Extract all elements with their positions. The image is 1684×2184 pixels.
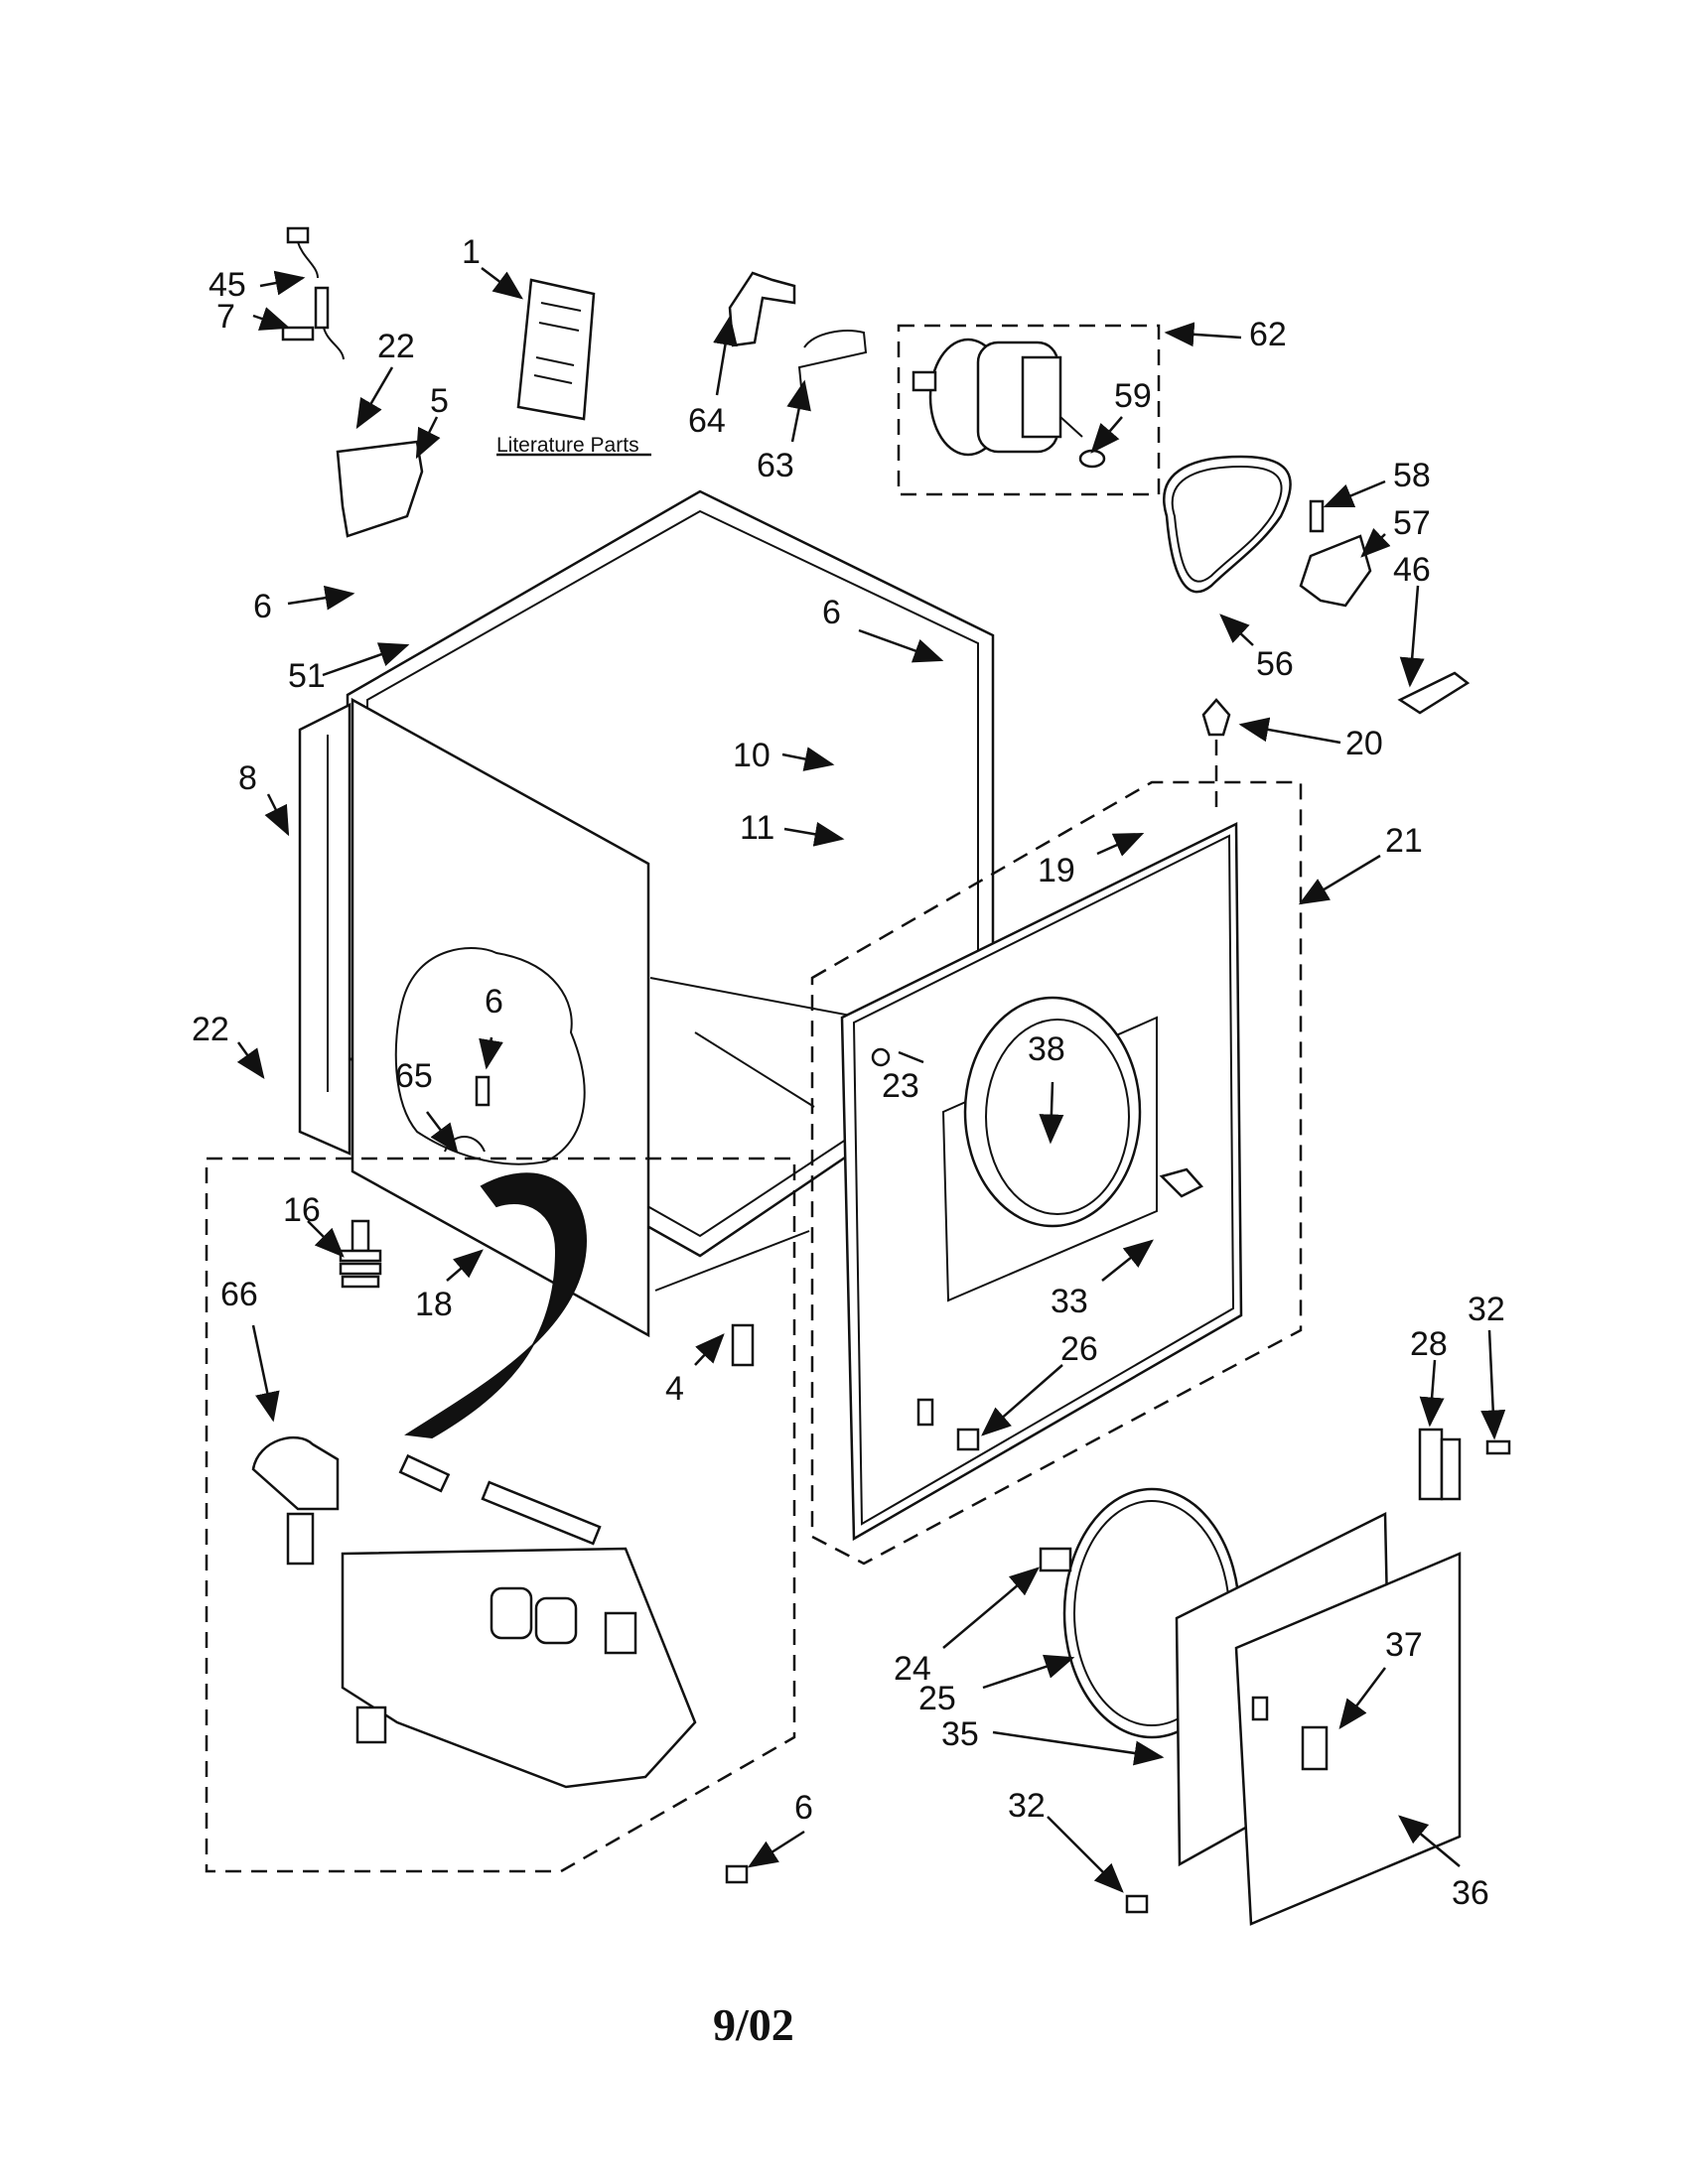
callout-35: 35 [941,1715,979,1753]
callout-59: 59 [1114,377,1152,415]
callout-21: 21 [1385,822,1423,860]
burner-assembly-box [205,1157,796,1873]
callout-4: 4 [665,1370,684,1408]
callout-11: 11 [740,809,774,847]
callout-labels: 1 45 7 22 5 64 63 62 59 58 57 46 56 6 51… [192,233,1505,1912]
callout-46: 46 [1393,551,1431,589]
callout-6-top-right: 6 [822,594,841,631]
callout-56: 56 [1256,645,1294,683]
callout-63: 63 [757,447,794,484]
callout-6-top-left: 6 [253,588,272,625]
drive-belt [1163,455,1292,594]
callout-10: 10 [733,737,771,774]
callout-57: 57 [1393,504,1431,542]
callout-51: 51 [288,657,326,695]
idler-part [1397,671,1471,715]
callout-8: 8 [238,759,257,797]
callout-32-bottom: 32 [1008,1787,1046,1825]
callout-16: 16 [283,1191,321,1229]
callout-22-left: 22 [192,1011,229,1048]
motor-assembly-box [897,324,1161,496]
leader-lines [236,267,1506,1893]
callout-6-bottom: 6 [794,1789,813,1827]
callout-7: 7 [216,298,235,336]
callout-66: 66 [220,1276,258,1313]
callout-24: 24 [894,1650,931,1688]
callout-5: 5 [430,382,449,420]
callout-58: 58 [1393,457,1431,494]
callout-6-inner: 6 [485,983,503,1021]
door-hinge [1418,1428,1511,1501]
glide-part [1201,698,1231,737]
cabinet [298,489,995,1367]
callout-36: 36 [1452,1874,1489,1912]
callout-1: 1 [462,233,481,271]
callout-25: 25 [918,1680,956,1717]
callout-26: 26 [1060,1330,1098,1368]
screw-58 [1309,499,1325,533]
leveling-foot [339,1219,382,1289]
power-cord-part [281,226,345,360]
date-label: 9/02 [713,1999,794,2050]
callout-37: 37 [1385,1626,1423,1664]
callout-22: 22 [377,328,415,365]
callout-28: 28 [1410,1325,1448,1363]
door-assembly [1039,1487,1462,1926]
callout-62: 62 [1249,316,1287,353]
callout-23: 23 [882,1067,919,1105]
gas-hose [404,1172,588,1439]
callout-45: 45 [209,266,246,304]
bracket-part [336,440,424,538]
idler-bracket [1299,534,1372,608]
burner-assembly [251,1435,749,1884]
callout-20: 20 [1345,725,1383,762]
literature-card: Literature Parts [496,278,651,457]
callout-38: 38 [1028,1030,1065,1068]
callout-33: 33 [1051,1283,1088,1320]
literature-label: Literature Parts [496,434,639,457]
front-panel-box [810,780,1303,1566]
callout-32-top: 32 [1468,1291,1505,1328]
callout-19: 19 [1038,852,1075,889]
callout-64: 64 [688,402,726,440]
callout-18: 18 [415,1286,453,1323]
bracket-64-63 [728,271,868,403]
callout-65: 65 [395,1057,433,1095]
motor-part [912,338,1106,469]
